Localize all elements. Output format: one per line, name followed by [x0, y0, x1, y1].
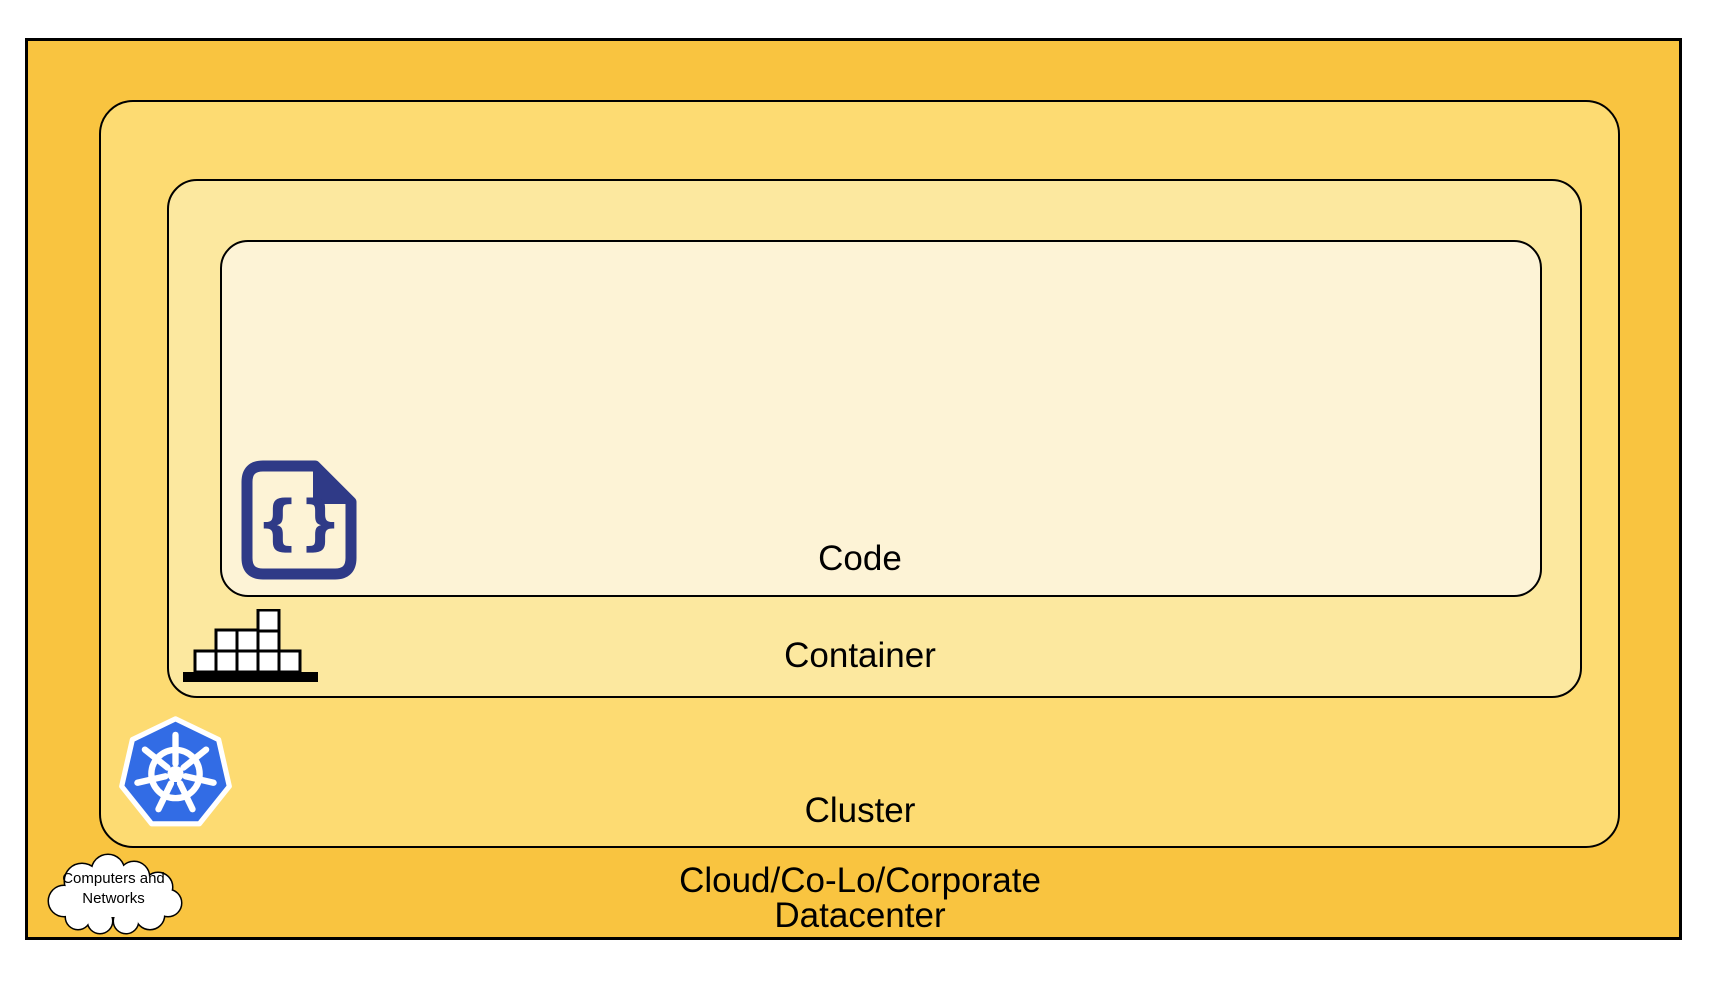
label-container: Container [784, 636, 936, 675]
code-file-icon: {} [241, 460, 357, 580]
cloud-callout-label: Computers and Networks [42, 869, 185, 909]
label-datacenter-line2: Datacenter [774, 896, 946, 935]
cloud-callout-line1: Computers and [62, 870, 165, 887]
label-cluster: Cluster [804, 791, 916, 830]
label-datacenter-line1: Cloud/Co-Lo/Corporate [679, 861, 1041, 900]
label-datacenter: Cloud/Co-Lo/Corporate Datacenter [0, 863, 1720, 933]
kubernetes-icon [119, 716, 232, 827]
layer-code [220, 240, 1542, 597]
container-stack-icon [183, 609, 318, 682]
svg-text:{}: {} [256, 488, 341, 558]
label-code: Code [818, 539, 902, 578]
cloud-network-icon [47, 853, 183, 935]
cloud-callout-line2: Networks [82, 890, 145, 907]
